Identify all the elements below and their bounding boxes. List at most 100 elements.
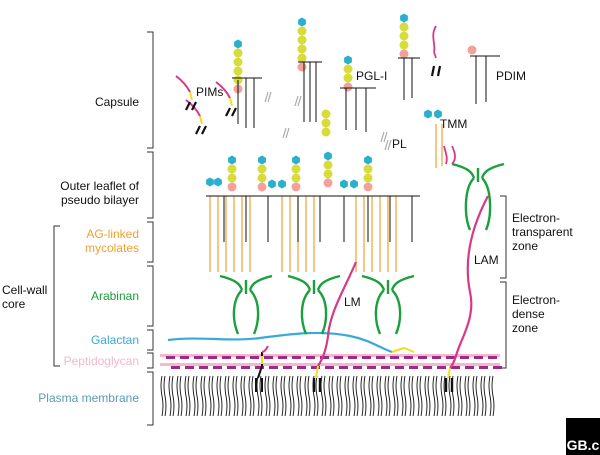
peptidoglycan-dash [171,366,180,369]
peptidoglycan-label: Peptidoglycan [64,354,139,368]
membrane-lipid-left [248,375,252,417]
membrane-lipid-left [360,375,364,417]
sugar-hexose-icon [344,55,352,65]
membrane-lipid-left [200,375,204,417]
peptidoglycan-dash [264,356,273,359]
membrane-lipid-right [355,375,359,417]
membrane-lipid-left [232,375,236,417]
electron-dense-label-line1: Electron- [512,293,560,307]
sugar-hexose-icon [364,155,372,165]
sugar-pink-icon [343,82,353,92]
peptidoglycan-dash [362,356,371,359]
sugar-yellow-icon [343,64,353,74]
membrane-lipid-right [315,375,319,417]
sugar-hexose-icon [340,179,348,189]
pdim-lipid [470,55,500,104]
peptidoglycan-dash [185,366,194,369]
peptidoglycan-dash [297,366,306,369]
membrane-lipid-left [184,375,188,417]
peptidoglycan-dash [376,356,385,359]
electron-transparent-brace [500,195,507,279]
peptidoglycan-dash [227,366,236,369]
membrane-lipid-right [307,375,311,417]
peptidoglycan-dash [423,366,432,369]
membrane-lipid-left [352,375,356,417]
membrane-lipid-right [187,375,191,417]
ag-linked-label-line2: mycolates [85,241,139,255]
membrane-lipid-left [480,375,484,417]
sugar-hexose-icon [424,109,432,119]
peptidoglycan-dash [199,366,208,369]
membrane-lipid-left [280,375,284,417]
membrane-lipid-left [264,375,268,417]
peptidoglycan-dash [493,366,502,369]
sugar-yellow-icon [297,26,307,36]
arabinan-tree [287,274,341,335]
galactan-linker [391,346,415,353]
peptidoglycan-band-2 [160,363,500,366]
membrane-lipid-left [304,375,308,417]
arabinan-label: Arabinan [91,289,139,303]
sugar-hexose-icon [292,155,300,165]
arabinan-tree [361,274,415,335]
membrane-lipid-left [472,375,476,417]
membrane-lipid-right [323,375,327,417]
membrane-lipid-right [435,375,439,417]
membrane-lipid-right [227,375,231,417]
membrane-lipid-right [403,375,407,417]
membrane-lipid-left [296,375,300,417]
arabinan-branch [219,274,273,335]
sugar-pink-icon [323,178,333,188]
pim-head [185,99,201,117]
right-braces [500,195,507,369]
membrane-lipid-right [491,375,495,417]
pim-head [175,75,191,93]
sugar-pink-icon [297,62,307,72]
sugar-hexose-icon [434,109,442,119]
peptidoglycan-layer [160,354,502,369]
arabinan-brace [147,265,154,327]
peptidoglycan-dash [236,356,245,359]
pgl-i-lipid [340,87,376,132]
electron-transparent-label-line1: Electron- [512,211,560,225]
lm-tail [312,378,322,392]
sugar-yellow-icon [399,40,409,50]
peptidoglycan-dash [474,356,483,359]
membrane-lipid-left [168,375,172,417]
membrane-lipid-left [448,375,452,417]
sugar-yellow-icon [321,118,331,128]
electron-transparent-label-line3: zone [512,239,538,253]
membrane-lipid-left [320,375,324,417]
galactan-chain [167,331,393,354]
membrane-lipid-left [344,375,348,417]
membrane-lipid-left [240,375,244,417]
membrane-lipid-left [376,375,380,417]
ag-linked-label-line1: AG-linked [86,227,139,241]
lam-chain [449,195,489,369]
peptidoglycan-dash [339,366,348,369]
electron-dense-brace [500,281,507,369]
membrane-lipid-right [483,375,487,417]
sugar-yellow-icon [321,109,331,119]
peptidoglycan-dash [418,356,427,359]
phospholipid-icon [380,131,388,143]
membrane-lipid-right [419,375,423,417]
peptidoglycan-dash [255,366,264,369]
pim-tail [430,65,442,77]
lam-anchor [447,367,451,379]
outer-leaflet-label-line2: pseudo bilayer [61,193,139,207]
sugar-pink-icon [291,182,301,192]
capsule-label: Capsule [95,95,139,109]
membrane-lipid-left [416,375,420,417]
sugar-hexose-icon [298,17,306,27]
peptidoglycan-dash [404,356,413,359]
sugar-hexose-icon [234,39,242,49]
membrane-lipid-right [243,375,247,417]
peptidoglycan-dash [348,356,357,359]
sugar-yellow-icon [297,53,307,63]
sugar-yellow-icon [321,127,331,137]
peptidoglycan-brace [147,352,154,369]
peptidoglycan-dash [283,366,292,369]
sugar-hexose-icon [324,151,332,161]
sugar-yellow-icon [233,66,243,76]
